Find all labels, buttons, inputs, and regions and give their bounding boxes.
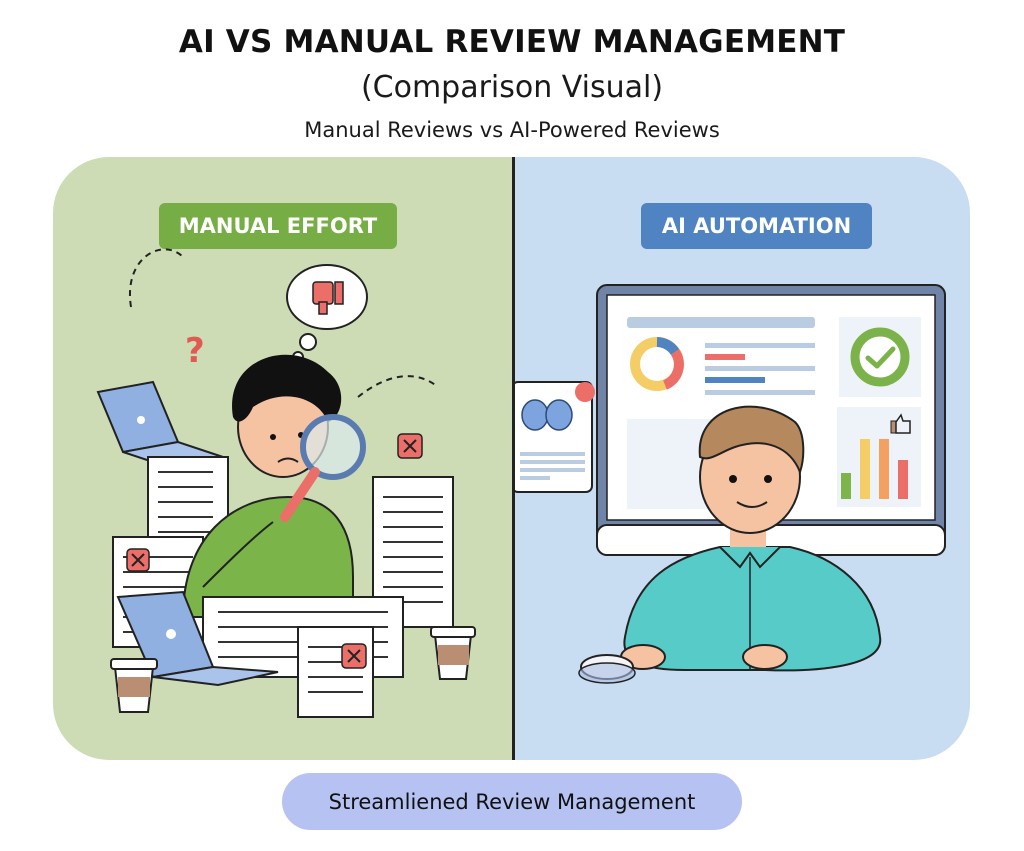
mouse-icon <box>578 654 636 684</box>
ai-automation-badge: AI AUTOMATION <box>641 203 872 249</box>
bar-chart-icon <box>837 407 921 507</box>
brain-ai-card-icon <box>515 381 595 493</box>
svg-text:?: ? <box>185 331 205 371</box>
scattered-papers-icon <box>202 596 404 718</box>
comparison-panels: MANUAL EFFORT ? <box>53 157 970 760</box>
donut-chart-icon <box>630 337 684 391</box>
thumbs-down-thought-bubble-icon <box>286 264 368 363</box>
page-title: AI VS MANUAL REVIEW MANAGEMENT <box>178 24 846 60</box>
panel-divider <box>512 157 515 760</box>
laptop-icon <box>96 380 224 469</box>
thumbs-up-icon <box>890 413 911 434</box>
ai-illustration <box>515 284 946 684</box>
manual-effort-badge: MANUAL EFFORT <box>159 203 397 249</box>
smiling-person-icon <box>620 405 882 672</box>
coffee-cup-icon <box>110 626 476 713</box>
x-mark-icon <box>126 433 423 669</box>
check-circle-icon <box>839 317 921 397</box>
laptop-icon <box>116 590 279 687</box>
page-subtitle: (Comparison Visual) <box>360 70 664 105</box>
manual-effort-panel: MANUAL EFFORT ? <box>53 157 512 760</box>
manual-illustration: ? <box>96 248 476 718</box>
question-mark-icon: ? <box>185 331 205 371</box>
ai-automation-panel: AI AUTOMATION <box>515 157 970 760</box>
magnifying-glass-icon <box>280 414 366 522</box>
page-tagline: Manual Reviews vs AI-Powered Reviews <box>304 118 720 142</box>
streamlined-review-pill: Streamliened Review Management <box>282 773 742 830</box>
